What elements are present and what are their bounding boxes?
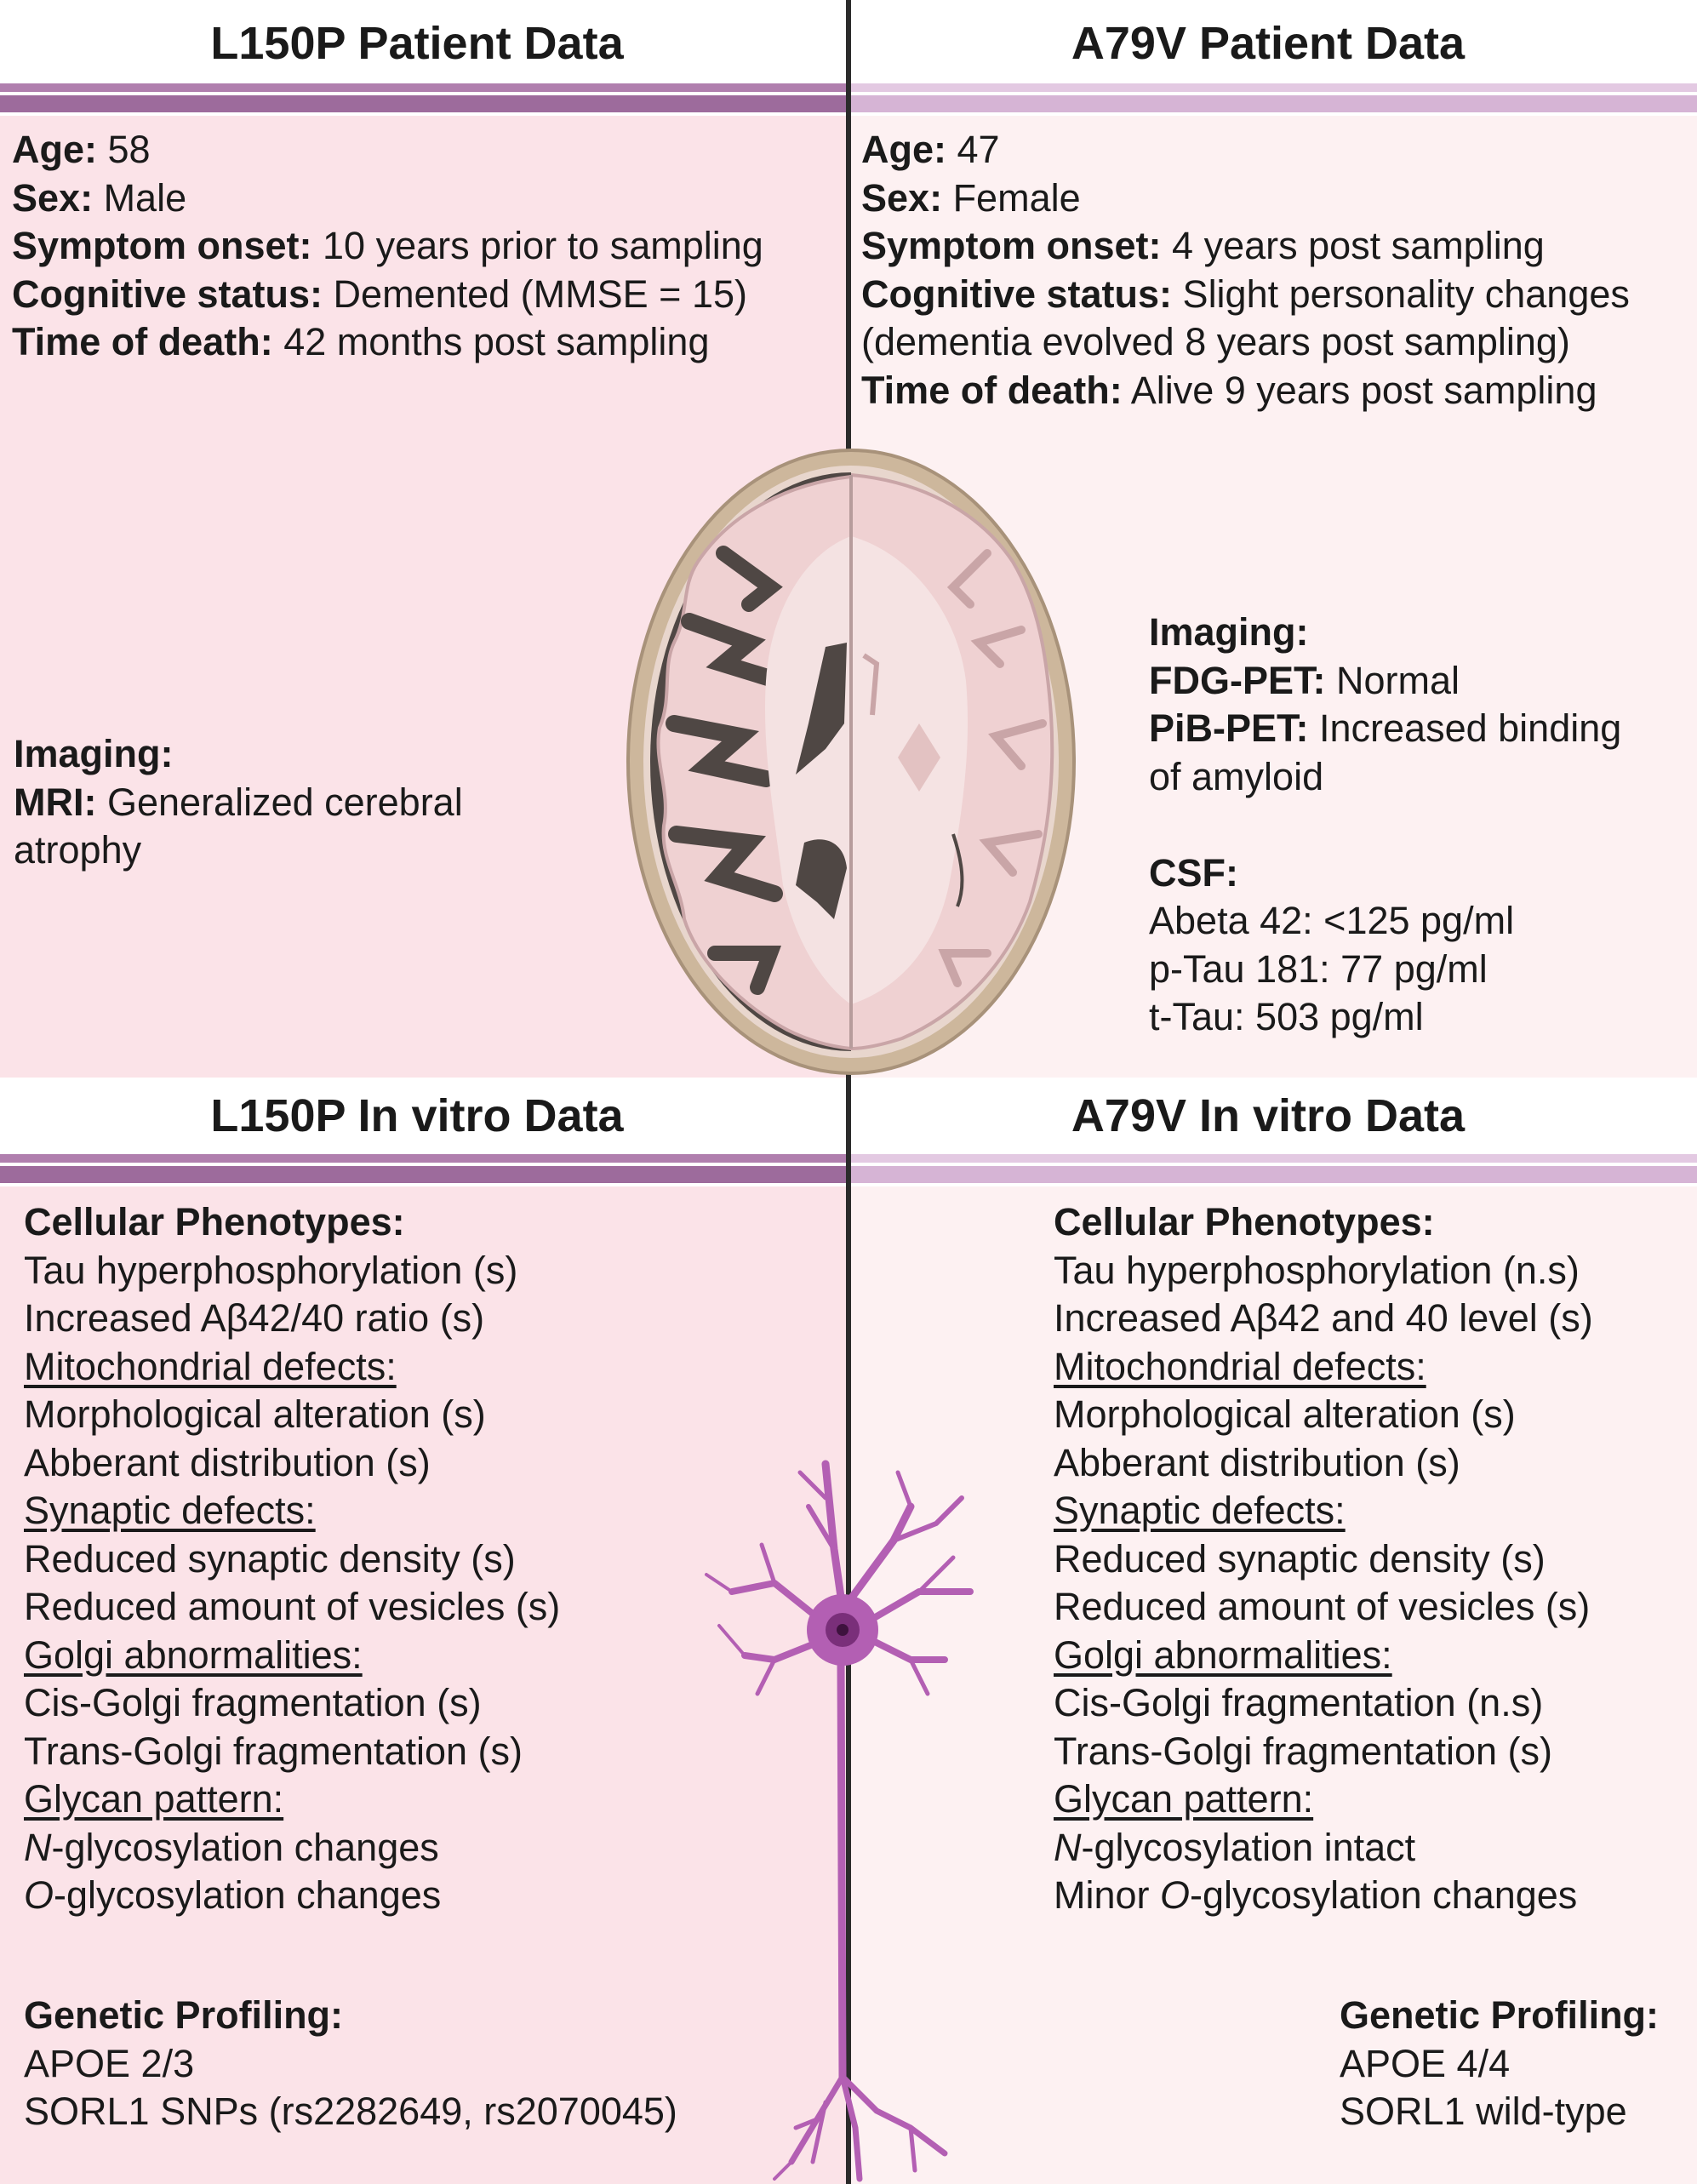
csf-abeta: Abeta 42: <125 pg/ml	[1149, 899, 1515, 942]
cognitive-row: Cognitive status: Demented (MMSE = 15)	[12, 272, 747, 316]
a79v-invitro-panel	[851, 1186, 1697, 2184]
list-item: Reduced amount of vesicles (s)	[24, 1585, 561, 1628]
list-item: Cis-Golgi fragmentation (n.s)	[1054, 1681, 1544, 1724]
imaging-label: Imaging:	[1149, 610, 1309, 654]
list-item: Increased Aβ42/40 ratio (s)	[24, 1296, 485, 1340]
pib-row: PiB-PET: Increased binding	[1149, 706, 1622, 750]
mri-row-2: atrophy	[14, 828, 142, 872]
synaptic-label: Synaptic defects:	[1054, 1489, 1346, 1532]
onset-row: Symptom onset: 4 years post sampling	[861, 224, 1545, 267]
glycan-label: Glycan pattern:	[1054, 1777, 1314, 1821]
death-row: Time of death: 42 months post sampling	[12, 320, 710, 363]
a79v-invitro-title: A79V In vitro Data	[1071, 1090, 1466, 1141]
age-row: Age: 58	[12, 128, 151, 171]
a79v-invitro-list: Cellular Phenotypes: Tau hyperphosphoryl…	[1054, 1198, 1593, 1920]
list-item: Increased Aβ42 and 40 level (s)	[1054, 1296, 1593, 1340]
cognitive-row-2: (dementia evolved 8 years post sampling)	[861, 320, 1570, 363]
cognitive-row: Cognitive status: Slight personality cha…	[861, 272, 1630, 316]
onset-row: Symptom onset: 10 years prior to samplin…	[12, 224, 763, 267]
list-item: APOE 2/3	[24, 2041, 195, 2085]
list-item: SORL1 wild-type	[1340, 2090, 1627, 2133]
list-item: Tau hyperphosphorylation (n.s)	[1054, 1248, 1580, 1292]
l150p-patient-header-bar	[0, 83, 846, 114]
a79v-patient-title: A79V Patient Data	[1071, 18, 1466, 69]
list-item: Reduced synaptic density (s)	[1054, 1536, 1546, 1581]
csf-ttau: t-Tau: 503 pg/ml	[1149, 995, 1424, 1038]
list-item: SORL1 SNPs (rs2282649, rs2070045)	[24, 2090, 677, 2133]
l150p-invitro-header-bar	[0, 1154, 846, 1185]
golgi-label: Golgi abnormalities:	[24, 1632, 363, 1677]
list-item: Trans-Golgi fragmentation (s)	[1054, 1729, 1553, 1773]
neuron-icon	[705, 1460, 974, 2182]
mitochondrial-label: Mitochondrial defects:	[24, 1344, 397, 1388]
death-row: Time of death: Alive 9 years post sampli…	[861, 368, 1597, 412]
list-item: Tau hyperphosphorylation (s)	[24, 1248, 518, 1292]
age-row: Age: 47	[861, 128, 1000, 171]
list-item: O-glycosylation changes	[24, 1873, 442, 1917]
list-item: Abberant distribution (s)	[24, 1440, 431, 1484]
cellular-phenotypes-label: Cellular Phenotypes:	[1054, 1200, 1435, 1244]
synaptic-label: Synaptic defects:	[24, 1489, 316, 1532]
list-item: N-glycosylation changes	[24, 1825, 439, 1869]
genetic-label: Genetic Profiling:	[24, 1993, 344, 2037]
cellular-phenotypes-label: Cellular Phenotypes:	[24, 1200, 405, 1244]
list-item: Reduced amount of vesicles (s)	[1054, 1585, 1591, 1628]
a79v-genetic-profiling: Genetic Profiling: APOE 4/4 SORL1 wild-t…	[1340, 1992, 1659, 2136]
sex-row: Sex: Male	[12, 175, 187, 220]
a79v-patient-info: Age: 47 Sex: Female Symptom onset: 4 yea…	[861, 126, 1630, 415]
mitochondrial-label: Mitochondrial defects:	[1054, 1344, 1426, 1388]
list-item: Cis-Golgi fragmentation (s)	[24, 1681, 482, 1724]
l150p-imaging: Imaging: MRI: Generalized cerebral atrop…	[14, 730, 463, 875]
l150p-patient-title: L150P Patient Data	[210, 18, 624, 69]
l150p-genetic-profiling: Genetic Profiling: APOE 2/3 SORL1 SNPs (…	[24, 1992, 677, 2136]
fdg-row: FDG-PET: Normal	[1149, 658, 1460, 702]
pib-row-2: of amyloid	[1149, 754, 1324, 798]
list-item: APOE 4/4	[1340, 2041, 1511, 2085]
l150p-invitro-panel	[0, 1186, 846, 2184]
brain-axial-section-icon	[626, 449, 1076, 1075]
a79v-patient-header-bar	[851, 83, 1697, 114]
genetic-label: Genetic Profiling:	[1340, 1993, 1660, 2037]
imaging-label: Imaging:	[14, 732, 174, 775]
sex-row: Sex: Female	[861, 175, 1081, 220]
list-item: Minor O-glycosylation changes	[1054, 1873, 1578, 1917]
list-item: Morphological alteration (s)	[1054, 1392, 1516, 1436]
a79v-invitro-header-bar	[851, 1154, 1697, 1185]
list-item: N-glycosylation intact	[1054, 1825, 1416, 1869]
list-item: Morphological alteration (s)	[24, 1392, 486, 1436]
list-item: Trans-Golgi fragmentation (s)	[24, 1729, 523, 1773]
golgi-label: Golgi abnormalities:	[1054, 1632, 1392, 1677]
l150p-patient-info: Age: 58 Sex: Male Symptom onset: 10 year…	[12, 126, 763, 367]
mri-row: MRI: Generalized cerebral	[14, 780, 463, 824]
list-item: Reduced synaptic density (s)	[24, 1536, 516, 1581]
csf-ptau: p-Tau 181: 77 pg/ml	[1149, 946, 1488, 991]
a79v-imaging-csf: Imaging: FDG-PET: Normal PiB-PET: Increa…	[1149, 609, 1621, 1042]
l150p-invitro-title: L150P In vitro Data	[210, 1090, 624, 1141]
l150p-invitro-list: Cellular Phenotypes: Tau hyperphosphoryl…	[24, 1198, 560, 1920]
glycan-label: Glycan pattern:	[24, 1777, 284, 1821]
list-item: Abberant distribution (s)	[1054, 1440, 1460, 1484]
csf-label: CSF:	[1149, 850, 1238, 895]
